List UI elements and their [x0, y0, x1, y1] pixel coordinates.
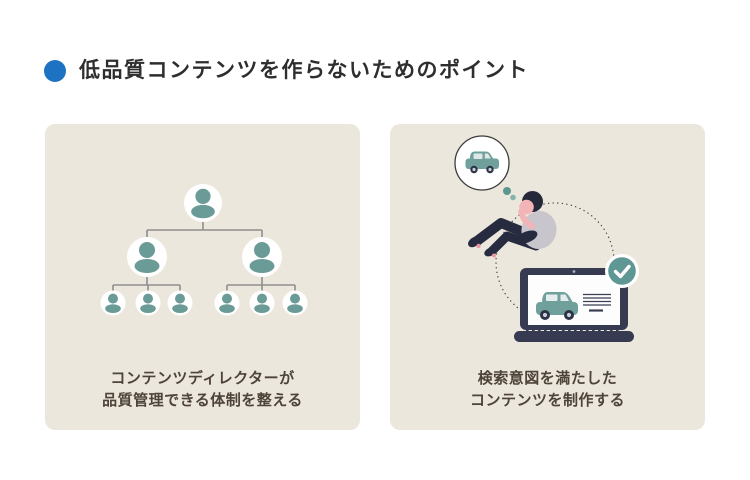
- caption-line: 検索意図を満たした: [477, 370, 618, 387]
- page-header: 低品質コンテンツを作らないためのポイント: [44, 58, 529, 83]
- person-icon: [214, 290, 240, 316]
- thought-trail-dot: [503, 187, 511, 195]
- blue-dot-icon: [44, 59, 66, 82]
- person-icon: [249, 290, 275, 316]
- caption-line: コンテンツディレクターが: [110, 370, 295, 387]
- person-icon: [184, 184, 222, 222]
- thought-trail-dot: [510, 194, 516, 201]
- checkmark-badge-icon: [605, 254, 639, 288]
- caption-line: コンテンツを制作する: [469, 392, 625, 409]
- card-search-intent: 検索意図を満たした コンテンツを制作する: [390, 124, 705, 430]
- screen-text-lines: [583, 293, 611, 306]
- person-icon: [282, 290, 308, 316]
- person-icon: [127, 237, 167, 277]
- thinking-person-illustration: [468, 191, 557, 258]
- search-intent-illustration: [454, 135, 639, 342]
- org-chart-illustration: [100, 184, 308, 316]
- org-chart-connectors: [112, 222, 296, 291]
- caption-line: 品質管理できる体制を整える: [102, 392, 303, 409]
- person-icon: [242, 237, 282, 277]
- person-icon: [135, 290, 161, 316]
- laptop-car-icon: [536, 292, 578, 320]
- card-caption: コンテンツディレクターが 品質管理できる体制を整える: [45, 368, 360, 412]
- page-title: 低品質コンテンツを作らないためのポイント: [79, 59, 529, 82]
- thought-bubble-icon: [454, 135, 516, 201]
- person-icon: [167, 290, 193, 316]
- laptop-icon: [514, 268, 634, 342]
- person-icon: [100, 290, 126, 316]
- card-quality-structure: コンテンツディレクターが 品質管理できる体制を整える: [45, 124, 360, 430]
- card-caption: 検索意図を満たした コンテンツを制作する: [390, 368, 705, 412]
- thought-car-icon: [465, 151, 499, 174]
- webcam-dot-icon: [572, 270, 576, 273]
